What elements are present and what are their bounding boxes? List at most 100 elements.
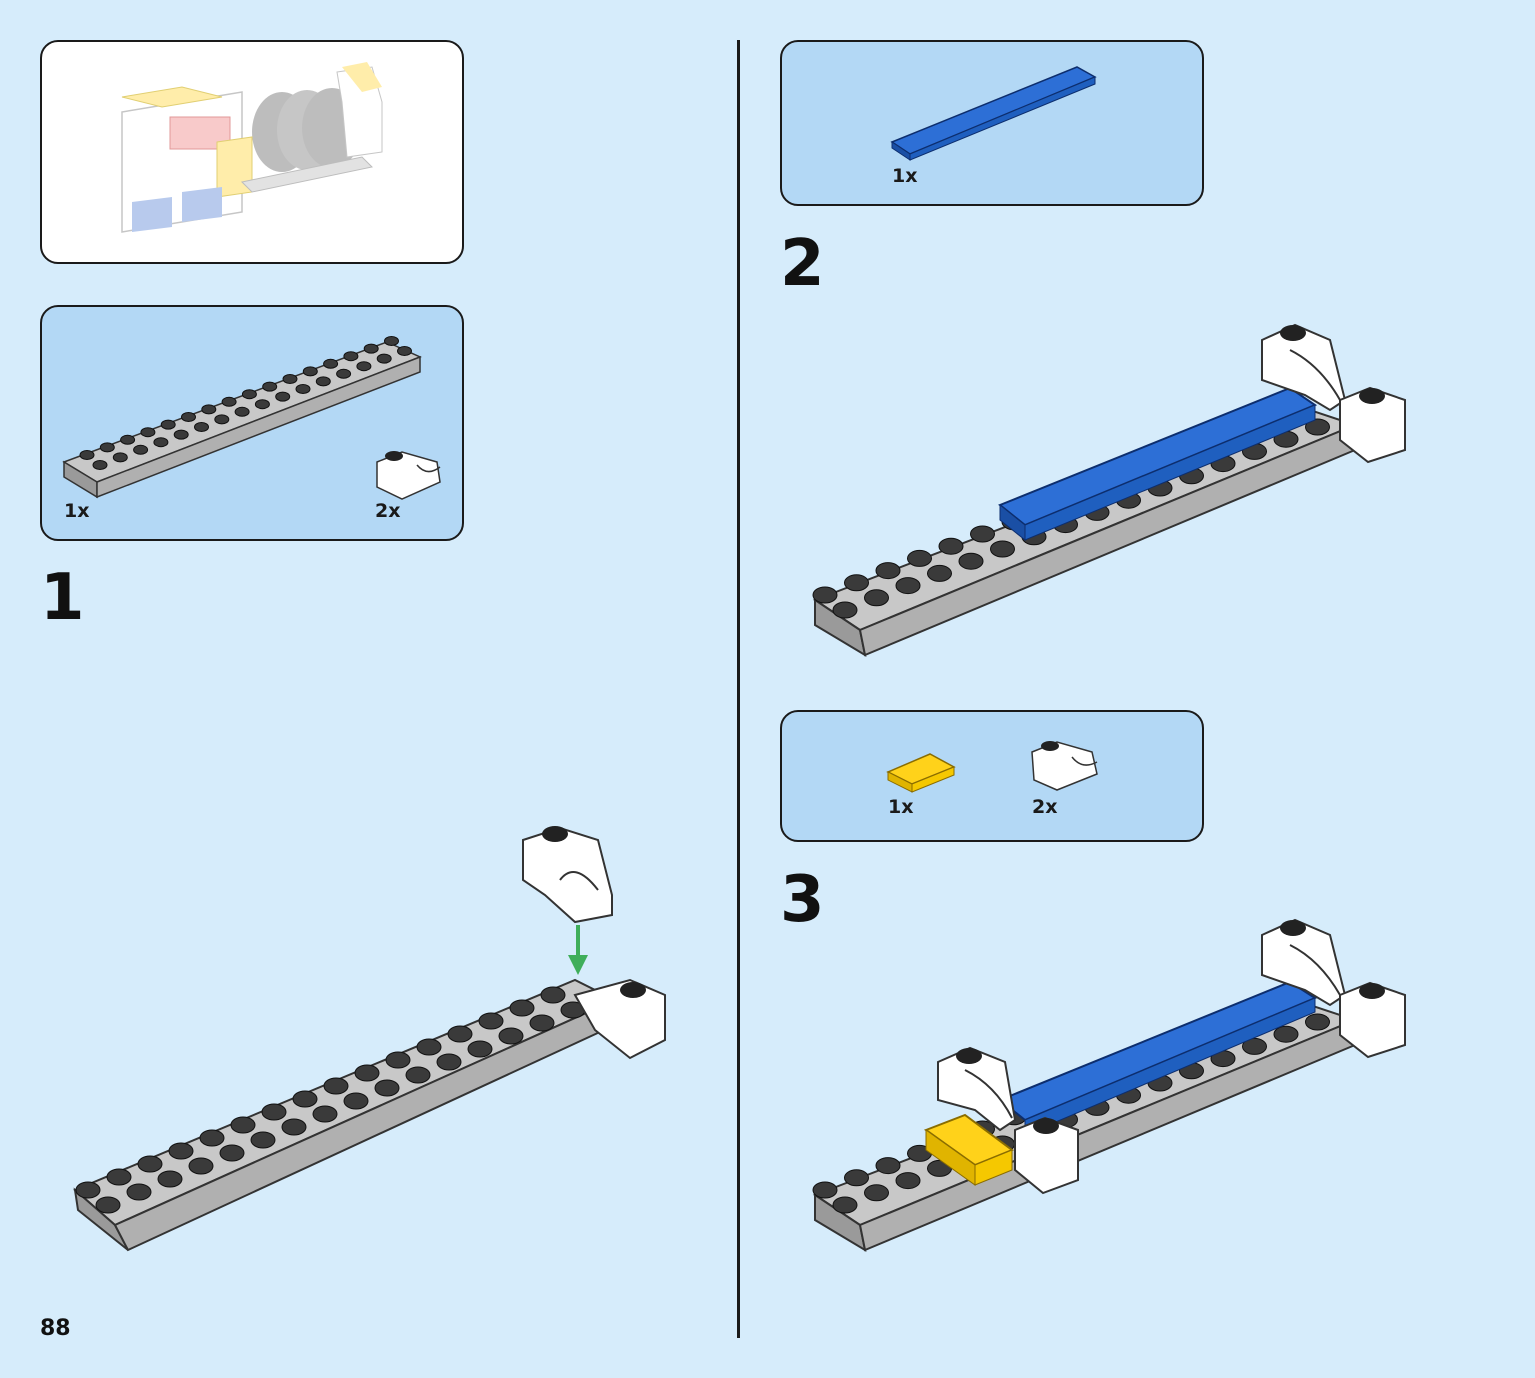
page-number: 88 <box>40 1316 71 1341</box>
stud <box>1273 1025 1299 1043</box>
completed-model-preview <box>121 62 383 233</box>
stud <box>509 999 535 1017</box>
stud <box>844 574 869 592</box>
stud <box>92 460 108 470</box>
stud <box>875 1157 901 1175</box>
stud <box>106 1168 132 1186</box>
stud <box>343 1092 369 1110</box>
stud <box>281 1118 307 1136</box>
stud <box>529 1014 555 1032</box>
yellow-tile-1x2-icon <box>886 753 956 793</box>
stud <box>323 358 339 369</box>
step-3-part-2-qty: 2x <box>1032 796 1058 818</box>
stud <box>385 1051 411 1069</box>
stud <box>1305 418 1330 436</box>
stud <box>120 434 136 445</box>
stud <box>112 452 128 463</box>
step-2-part-1-qty: 1x <box>892 165 918 187</box>
stud <box>199 1129 225 1147</box>
stud <box>354 1064 380 1082</box>
step-3-part-1-qty: 1x <box>888 796 914 818</box>
step-3-parts-panel: 1x 2x <box>780 710 1204 842</box>
stud <box>99 442 115 453</box>
stud <box>140 427 156 438</box>
stud <box>188 1157 214 1175</box>
stud <box>436 1053 462 1071</box>
stud <box>219 1144 245 1162</box>
stud <box>895 577 921 595</box>
stud <box>990 540 1015 558</box>
stud <box>79 450 95 460</box>
stud <box>282 374 298 384</box>
stud <box>864 1184 889 1202</box>
step-2-number: 2 <box>780 227 825 301</box>
stud <box>323 1077 349 1095</box>
stud <box>875 562 901 580</box>
stud <box>374 1079 400 1097</box>
step-1-parts-panel: 1x 2x <box>40 305 464 541</box>
column-divider <box>737 40 740 1338</box>
stud <box>214 414 230 425</box>
stud <box>137 1155 163 1173</box>
stud <box>812 1181 838 1199</box>
step-3-number: 3 <box>780 863 825 937</box>
stud <box>1305 1013 1330 1031</box>
stud <box>153 437 169 448</box>
stud <box>133 444 149 455</box>
step-2-parts-panel: 1x <box>780 40 1204 206</box>
stud <box>498 1027 524 1045</box>
stud <box>832 601 858 619</box>
step-1-part-1-qty: 1x <box>64 500 90 522</box>
stud <box>95 1196 121 1214</box>
stud <box>812 586 838 604</box>
stud <box>312 1105 338 1123</box>
stud <box>234 406 250 417</box>
blue-tile-1x8-icon <box>890 66 1097 161</box>
stud <box>1242 1037 1267 1055</box>
white-inverted-slope-icon <box>376 451 441 500</box>
stud <box>295 384 311 394</box>
stud <box>250 1131 276 1149</box>
stud <box>201 404 217 415</box>
stud <box>261 1103 287 1121</box>
stud <box>927 564 952 582</box>
stud <box>157 1170 183 1188</box>
stud <box>262 381 278 392</box>
stud <box>907 549 932 567</box>
preview-panel <box>40 40 464 264</box>
stud <box>895 1172 921 1190</box>
stud <box>416 1038 442 1056</box>
stud <box>302 366 318 377</box>
stud <box>540 986 566 1004</box>
stud <box>447 1025 473 1043</box>
stud <box>241 389 257 400</box>
step-1-plate-studs <box>75 986 586 1214</box>
stud <box>958 552 984 570</box>
stud <box>221 396 237 407</box>
stud <box>230 1116 256 1134</box>
stud <box>173 429 189 440</box>
stud <box>970 525 995 543</box>
stud <box>160 419 176 430</box>
stud <box>254 399 270 410</box>
stud <box>397 346 412 356</box>
stud <box>343 351 359 362</box>
stud <box>478 1012 504 1030</box>
stud <box>467 1040 493 1058</box>
step-1-number: 1 <box>40 561 85 635</box>
stud <box>405 1066 431 1084</box>
stud <box>832 1196 858 1214</box>
step-1-part-2-qty: 2x <box>375 500 401 522</box>
stud <box>376 353 392 364</box>
stud <box>75 1181 101 1199</box>
stud <box>168 1142 194 1160</box>
stud <box>363 343 379 354</box>
stud <box>844 1169 869 1187</box>
stud <box>384 336 399 346</box>
stud <box>181 412 196 422</box>
stud <box>292 1090 318 1108</box>
stud <box>938 537 964 555</box>
